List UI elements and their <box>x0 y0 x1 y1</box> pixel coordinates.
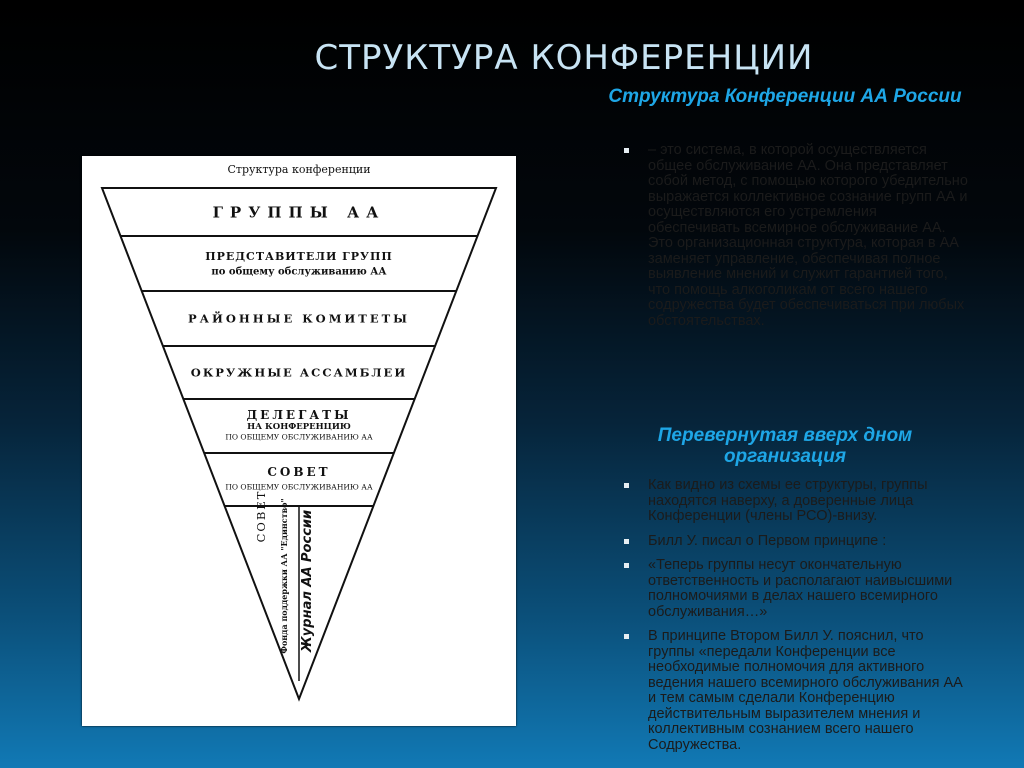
tier-6-line-2: ПО ОБЩЕМУ ОБСЛУЖИВАНИЮ АА <box>225 483 373 492</box>
bullet-list-principles: Как видно из схемы ее структуры, группы … <box>612 477 968 753</box>
tier-5-line-3: ПО ОБЩЕМУ ОБСЛУЖИВАНИЮ АА <box>225 433 373 442</box>
bullet-item: – это система, в которой осуществляется … <box>612 142 968 329</box>
tier-1-line-1: ГРУППЫ АА <box>213 203 386 221</box>
tier-5-line-1: ДЕЛЕГАТЫ <box>247 408 352 422</box>
inverted-pyramid-diagram: Структура конференции ГРУППЫ АА ПРЕДСТАВИ… <box>100 163 498 702</box>
bottom-left-label: СОВЕТ <box>254 490 268 543</box>
bottom-section: СОВЕТ Фонда поддержки АА "Единство" Журн… <box>254 490 315 654</box>
figure-caption: Структура конференции <box>227 163 370 176</box>
tier-2-line-1: ПРЕДСТАВИТЕЛИ ГРУПП <box>205 250 393 263</box>
pyramid: ГРУППЫ АА ПРЕДСТАВИТЕЛИ ГРУПП по общему об… <box>100 187 498 702</box>
conference-structure-figure: Структура конференции ГРУППЫ АА ПРЕДСТАВИ… <box>82 156 516 726</box>
pyramid-outline <box>100 187 498 702</box>
tier-2-line-2: по общему обслуживанию АА <box>211 267 387 278</box>
tier-6-line-1: СОВЕТ <box>267 465 330 479</box>
tier-5-line-2: НА КОНФЕРЕНЦИЮ <box>247 422 351 432</box>
heading-inverted-organization: Перевернутая вверх дном организация <box>657 425 913 467</box>
heading-structure: Структура Конференции АА России <box>608 86 962 107</box>
tier-4-line-1: ОКРУЖНЫЕ АССАМБЛЕИ <box>191 366 407 380</box>
bottom-right-label: Журнал АА России <box>300 510 315 653</box>
bullet-item: «Теперь группы несут окончательную ответ… <box>612 557 968 620</box>
bullet-list-definition: – это система, в которой осуществляется … <box>612 142 968 329</box>
bullet-item: Билл У. писал о Первом принципе : <box>612 533 968 550</box>
tier-3-line-1: РАЙОННЫЕ КОМИТЕТЫ <box>188 311 410 326</box>
bullet-item: В принципе Втором Билл У. пояснил, что г… <box>612 628 968 753</box>
bullet-item: Как видно из схемы ее структуры, группы … <box>612 477 968 525</box>
slide-title: СТРУКТУРА КОНФЕРЕНЦИИ <box>314 38 814 78</box>
bottom-middle-label: Фонда поддержки АА "Единство" <box>279 498 289 653</box>
